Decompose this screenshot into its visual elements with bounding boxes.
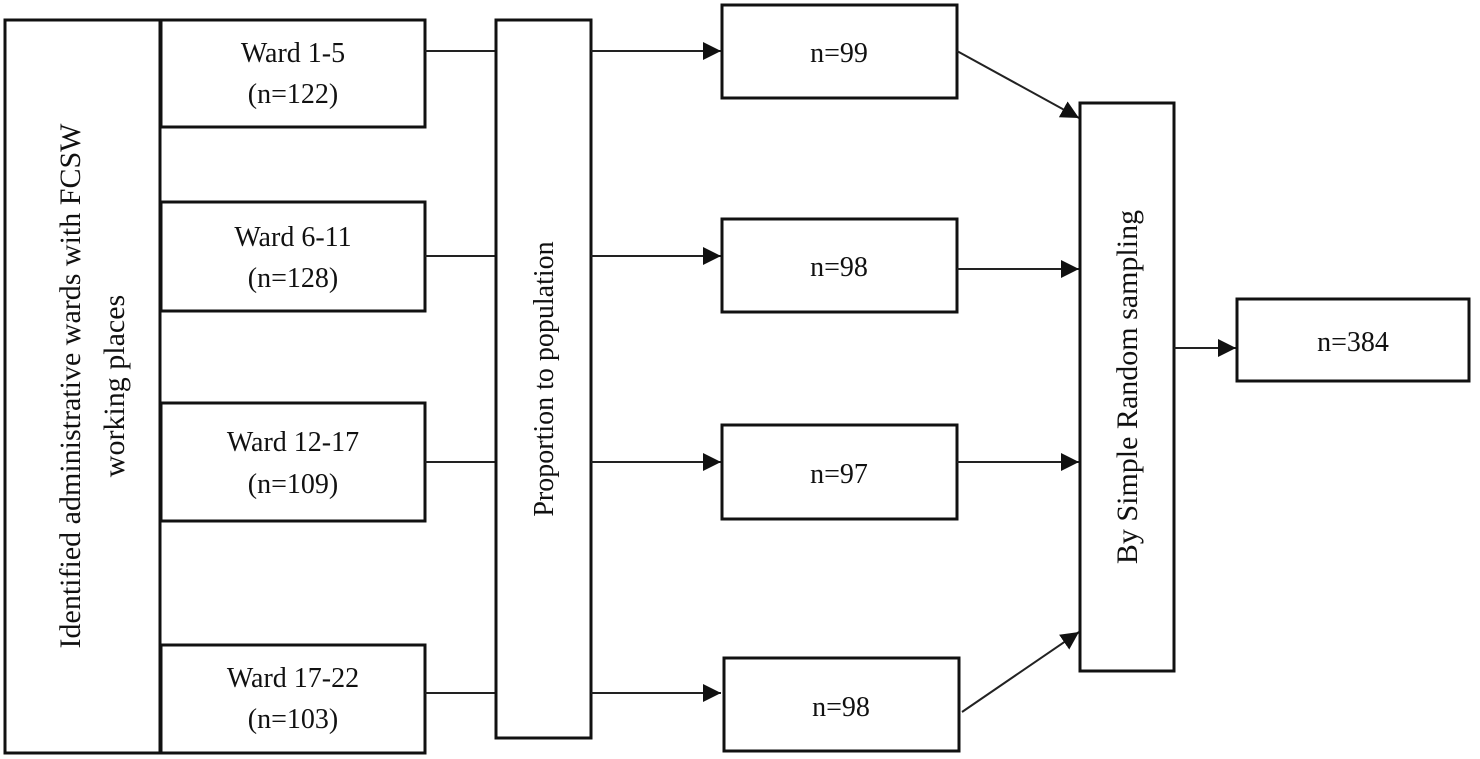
sample-label: n=98 [812, 692, 870, 723]
method-label: By Simple Random sampling [1111, 210, 1144, 564]
ward-box-2: Ward 6-11 (n=128) [159, 200, 427, 313]
allocation-box: Proportion to population [494, 18, 593, 740]
total-box: n=384 [1235, 297, 1471, 383]
ward-label: Ward 6-11 [234, 222, 351, 253]
sample-box-1: n=99 [720, 3, 959, 100]
arrow-to-method-4 [961, 631, 1080, 713]
ward-box-3: Ward 12-17 (n=109) [159, 401, 427, 523]
source-box: Identified administrative wards with FCS… [3, 18, 162, 755]
ward-count: (n=128) [248, 263, 338, 294]
sample-label: n=97 [810, 459, 868, 490]
sample-box-3: n=97 [720, 423, 959, 521]
sample-box-4: n=98 [722, 656, 961, 753]
ward-label: Ward 17-22 [227, 663, 359, 694]
ward-label: Ward 1-5 [241, 38, 345, 69]
source-label-line2: working places [98, 295, 131, 477]
ward-count: (n=103) [248, 704, 338, 735]
allocation-label: Proportion to population [529, 241, 560, 516]
ward-count: (n=122) [248, 79, 338, 110]
total-label: n=384 [1317, 327, 1389, 358]
ward-label: Ward 12-17 [227, 427, 359, 458]
arrow-to-method-1 [956, 50, 1080, 119]
method-box: By Simple Random sampling [1078, 101, 1176, 673]
sample-label: n=99 [810, 38, 868, 69]
ward-box-4: Ward 17-22 (n=103) [159, 643, 427, 755]
sample-label: n=98 [810, 252, 868, 283]
ward-box-1: Ward 1-5 (n=122) [159, 18, 427, 129]
sample-box-2: n=98 [720, 217, 959, 314]
source-label-line1: Identified administrative wards with FCS… [54, 123, 87, 649]
ward-count: (n=109) [248, 469, 338, 500]
